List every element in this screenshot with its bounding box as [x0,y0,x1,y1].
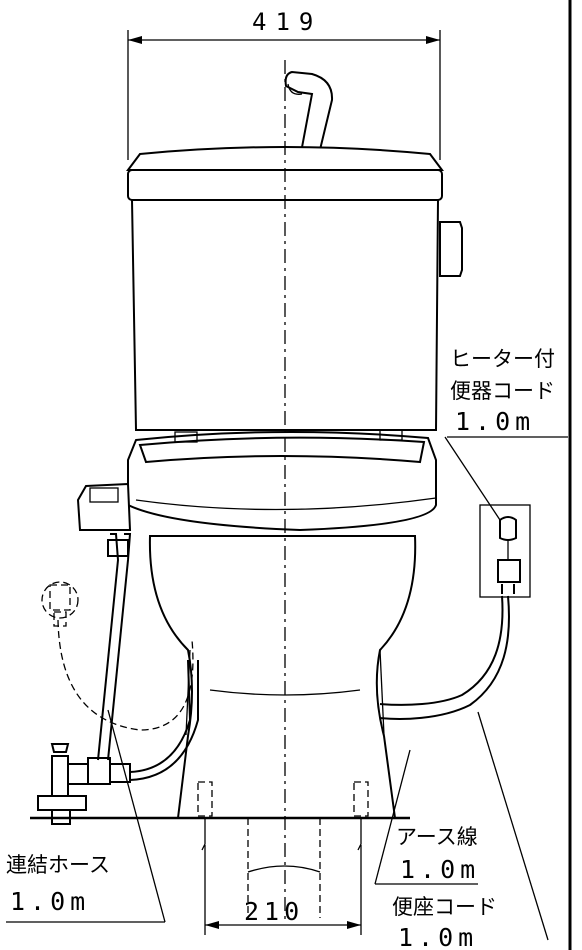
label-heater-cord: ヒーター付 便器コード 1.0m [447,347,568,438]
label-connecting-hose: 連結ホース 1.0m [6,709,166,923]
heater-cord [379,436,531,720]
floor-anchors [197,781,369,918]
toilet-tank [126,70,463,431]
connecting-hose [37,533,199,825]
dimension-top: 419 [127,8,441,160]
hose-label-name: 連結ホース [6,853,110,877]
label-earth-wire: アース線 1.0m [374,749,480,885]
label-seat-cord: 便座コード 1.0m [392,711,549,950]
earth-label-name: アース線 [396,825,478,849]
dimension-bottom: 210 [204,845,362,935]
heater-cord-label-line2: 便器コード [450,379,555,403]
dimension-top-label: 419 [252,8,322,36]
toilet-bowl [148,535,417,819]
seat-cord-label-name: 便座コード [392,895,497,919]
heater-cord-label-line1: ヒーター付 [450,347,555,371]
dimension-bottom-label: 210 [244,897,304,926]
seat-cord-label-length: 1.0m [398,923,478,950]
earth-label-length: 1.0m [400,855,480,884]
hose-label-length: 1.0m [10,887,90,916]
toilet-seat [76,429,437,532]
heater-cord-length: 1.0m [455,407,535,436]
